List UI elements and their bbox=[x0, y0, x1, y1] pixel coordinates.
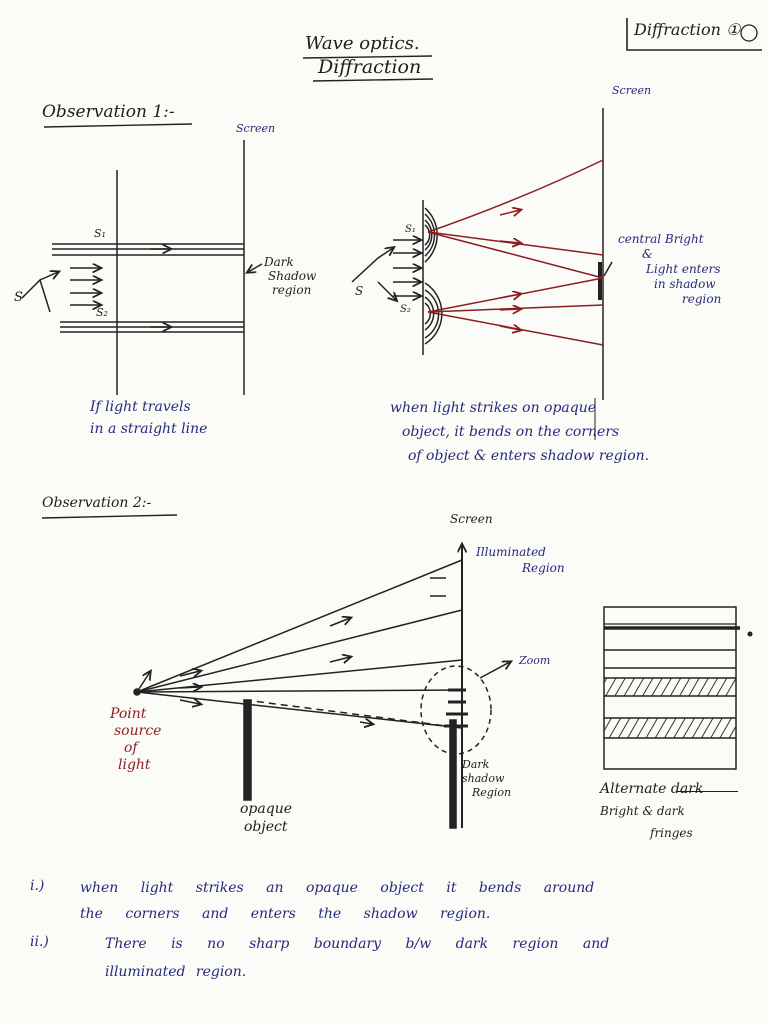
obs1-left-s1-label: S₁ bbox=[94, 227, 106, 240]
obs1-right-s2-label: S₂ bbox=[400, 304, 411, 315]
central-bright-label: central Bright & Light enters in shadow … bbox=[618, 232, 722, 306]
obs2-dark-shadow-label: Dark shadow Region bbox=[462, 758, 512, 799]
zoom-label: Zoom bbox=[519, 654, 551, 667]
obs1-heading: Observation 1:- bbox=[42, 102, 175, 122]
obs1-left-s2-label: S₂ bbox=[96, 306, 108, 319]
page-subtitle: Diffraction bbox=[318, 56, 422, 78]
note-2-line-1: There is no sharp boundary b/w dark regi… bbox=[105, 936, 610, 952]
page-title: Wave optics. bbox=[305, 33, 420, 54]
obs1-right-caption: when light strikes on opaque object, it … bbox=[390, 400, 650, 464]
note-1-line-2: the corners and enters the shadow region… bbox=[80, 906, 491, 922]
obs1-left-figure bbox=[21, 140, 263, 395]
point-source-label: Point source of light bbox=[110, 706, 162, 773]
note-2-number: ii.) bbox=[30, 934, 49, 950]
header-tag: Diffraction ① bbox=[634, 20, 741, 39]
note-1-number: i.) bbox=[30, 878, 45, 894]
obs2-heading: Observation 2:- bbox=[42, 495, 152, 511]
obs1-left-s-label: S bbox=[14, 290, 23, 305]
note-1: i.) when light strikes an opaque object … bbox=[30, 878, 760, 928]
obs1-dark-shadow-label: Dark Shadow region bbox=[264, 255, 317, 297]
fringes-box bbox=[603, 606, 753, 770]
obs1-left-caption: If light travels in a straight line bbox=[90, 399, 208, 437]
obs1-right-s1-label: S₁ bbox=[405, 224, 416, 235]
obs2-screen-label: Screen bbox=[450, 512, 493, 526]
header-tag-box bbox=[626, 18, 762, 51]
obs1-right-figure bbox=[351, 108, 613, 400]
obs1-left-screen-label: Screen bbox=[236, 122, 276, 135]
strikethrough-line bbox=[676, 791, 738, 793]
illuminated-region-label: Illuminated Region bbox=[476, 545, 565, 575]
fringes-caption: Alternate dark Bright & dark fringes bbox=[600, 781, 704, 840]
title-underline bbox=[302, 55, 433, 59]
obs1-right-s-label: S bbox=[355, 284, 364, 298]
obs2-underline bbox=[41, 514, 178, 519]
obs2-figure bbox=[133, 545, 510, 829]
obs1-underline bbox=[43, 123, 193, 128]
note-2-line-2: illuminated region. bbox=[105, 964, 247, 980]
subtitle-underline bbox=[312, 78, 434, 82]
note-1-line-1: when light strikes an opaque object it b… bbox=[80, 880, 595, 896]
obs1-right-screen-label: Screen bbox=[612, 84, 652, 97]
note-2: ii.) There is no sharp boundary b/w dark… bbox=[30, 934, 760, 984]
opaque-object-label: opaque object bbox=[240, 801, 293, 835]
